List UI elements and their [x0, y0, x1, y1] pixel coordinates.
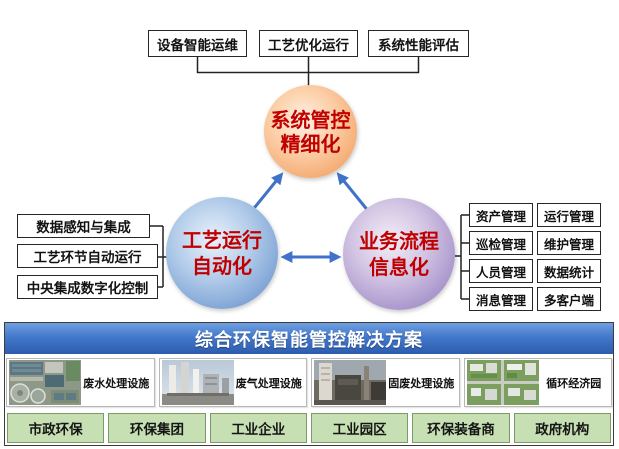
feature-data-sensing-integration: 数据感知与集成	[17, 214, 150, 238]
green-area	[66, 361, 80, 381]
feature-data-statistics: 数据统计	[537, 259, 601, 283]
building-window-row	[321, 379, 330, 381]
facility-cards: 废水处理设施	[6, 358, 612, 407]
building-window-row	[321, 367, 330, 369]
customer-equipment-vendor: 环保装备商	[412, 413, 510, 443]
facility-label: 循环经济园	[546, 376, 602, 390]
hub-circle-label-line1: 系统管控	[270, 107, 351, 132]
feature-asset-management: 资产管理	[469, 203, 533, 227]
duct-column	[221, 378, 229, 395]
building-window-row	[321, 373, 330, 375]
feature-maintenance-management: 维护管理	[537, 231, 601, 255]
park-road	[500, 360, 504, 405]
customer-municipal: 市政环保	[7, 413, 105, 443]
park-building	[523, 390, 536, 400]
chimney	[364, 366, 369, 403]
exhaust-stack	[168, 365, 176, 395]
green-belt	[470, 374, 497, 378]
facility-card-exhaust-gas: 废气处理设施	[158, 358, 307, 407]
facility-label: 废水处理设施	[83, 376, 150, 390]
hub-circle-process-automation: 工艺运行 自动化	[166, 197, 278, 309]
hub-circle-fine-control: 系统管控 精细化	[264, 85, 357, 178]
customer-industrial-enterprise: 工业企业	[209, 413, 307, 443]
pipe-rack	[166, 393, 229, 396]
park-building	[507, 388, 520, 396]
customer-industrial-park: 工业园区	[310, 413, 409, 443]
basin-channel	[12, 369, 41, 372]
facility-label: 固废处理设施	[388, 376, 455, 390]
park-building	[506, 364, 522, 370]
exhaust-stack	[192, 369, 199, 395]
settling-pond	[45, 375, 64, 387]
solid-waste-plant-photo	[314, 360, 386, 405]
building-facade	[338, 379, 358, 385]
feature-process-optimization: 工艺优化运行	[259, 30, 358, 57]
feature-central-digital-control: 中央集成数字化控制	[17, 275, 158, 299]
park-building	[470, 388, 481, 396]
feature-system-performance-evaluation: 系统性能评估	[368, 30, 469, 57]
facility-card-solid-waste: 固废处理设施	[311, 358, 460, 407]
aeration-basin	[10, 362, 43, 375]
feature-operation-management: 运行管理	[537, 203, 601, 227]
customer-segments: 市政环保 环保集团 工业企业 工业园区 环保装备商 政府机构	[7, 413, 611, 443]
exhaust-stack	[180, 362, 189, 395]
hub-circle-label-line1: 工艺运行	[182, 228, 262, 252]
solution-panel: 综合环保智能管控解决方案	[4, 322, 614, 446]
hub-circle-label-line2: 信息化	[369, 255, 429, 279]
ground	[161, 394, 234, 405]
park-building	[469, 364, 483, 371]
hub-circle-business-informatization: 业务流程 信息化	[343, 198, 455, 310]
arrow-right-to-top	[336, 172, 371, 213]
feature-multi-client: 多客户端	[537, 287, 601, 311]
facility-card-eco-park: 循环经济园	[463, 358, 612, 407]
plant-road	[10, 377, 43, 381]
hub-circle-label-line1: 业务流程	[359, 229, 439, 253]
facility-card-wastewater: 废水处理设施	[6, 358, 155, 407]
feature-equipment-smart-om: 设备智能运维	[148, 30, 247, 57]
park-building	[485, 363, 497, 373]
park-building	[524, 363, 536, 375]
clarifier-center	[17, 390, 23, 396]
arrow-left-to-top	[249, 172, 284, 213]
connector-right-bracket	[455, 214, 469, 300]
treatment-cell	[54, 393, 64, 400]
hub-circle-label-line2: 精细化	[280, 131, 341, 156]
feature-message-management: 消息管理	[469, 287, 533, 311]
treatment-cell	[66, 393, 76, 400]
clarifier-tank	[30, 388, 46, 404]
feature-personnel-management: 人员管理	[469, 259, 533, 283]
plant-building	[45, 362, 63, 373]
hub-circle-label-line2: 自动化	[192, 254, 252, 278]
wastewater-plant-photo	[9, 360, 81, 405]
tower-platform	[204, 383, 217, 385]
eco-industrial-park-photo	[466, 360, 539, 405]
ground	[314, 400, 386, 405]
customer-environmental-group: 环保集团	[108, 413, 206, 443]
tower-platform	[204, 377, 217, 379]
park-building	[484, 389, 497, 400]
connector-top-bracket	[196, 57, 420, 86]
solution-title: 综合环保智能管控解决方案	[5, 323, 613, 354]
feature-inspection-management: 巡检管理	[469, 231, 533, 255]
storage-hall	[371, 382, 386, 403]
exhaust-gas-towers-photo	[161, 360, 234, 405]
green-belt	[506, 373, 517, 378]
feature-process-auto-run: 工艺环节自动运行	[17, 244, 158, 268]
basin-channel	[12, 364, 41, 367]
customer-government: 政府机构	[513, 413, 611, 443]
facility-label: 废气处理设施	[235, 376, 302, 390]
